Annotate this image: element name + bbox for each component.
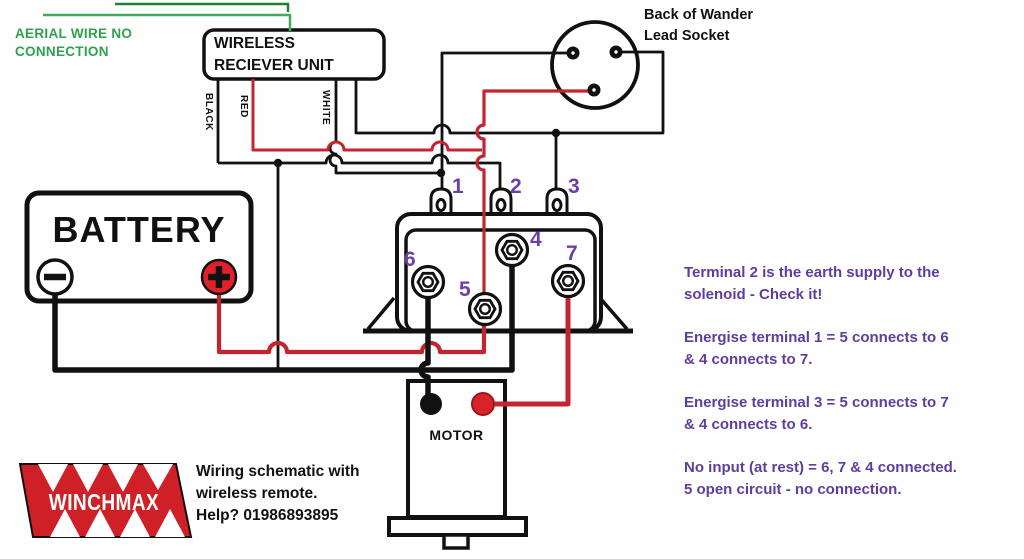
wire-socket-red-to-bolt5 bbox=[475, 89, 594, 309]
red-wires bbox=[216, 79, 594, 407]
wire-battery-minus-to-bolt4 bbox=[52, 250, 515, 373]
winchmax-logo bbox=[18, 463, 193, 538]
terminal-number-3: 3 bbox=[568, 175, 580, 198]
battery-label: BATTERY bbox=[52, 209, 226, 250]
receiver-box bbox=[202, 28, 386, 81]
aerial-label-line2: CONNECTION bbox=[15, 44, 109, 59]
note-rest-line2: 5 open circuit - no connection. bbox=[684, 481, 902, 498]
note-terminal2-line2: solenoid - Check it! bbox=[684, 286, 823, 303]
motor-black-terminal bbox=[420, 393, 442, 415]
caption-line2: wireless remote. bbox=[196, 485, 318, 502]
note-energise1-line2: & 4 connects to 7. bbox=[684, 351, 813, 368]
note-energise3-line1: Energise terminal 3 = 5 connects to 7 bbox=[684, 394, 949, 411]
solenoid-bolt-4 bbox=[494, 232, 530, 268]
receiver-title-line2: RECIEVER UNIT bbox=[214, 57, 334, 74]
terminal-number-6: 6 bbox=[404, 248, 416, 271]
wire-label-black: BLACK bbox=[203, 93, 214, 131]
wire-label-white: WHITE bbox=[320, 90, 331, 126]
solenoid-flange-left bbox=[366, 296, 396, 331]
motor-terminals bbox=[420, 392, 495, 416]
caption-line3: Help? 01986893895 bbox=[196, 507, 339, 524]
terminal-number-7: 7 bbox=[566, 242, 578, 265]
note-energise3-line2: & 4 connects to 6. bbox=[684, 416, 813, 433]
aerial-wire bbox=[43, 2, 292, 31]
power-wires bbox=[52, 250, 515, 398]
motor-label: MOTOR bbox=[429, 427, 484, 443]
wire-label-red: RED bbox=[238, 95, 249, 118]
solenoid-tab-3 bbox=[545, 187, 569, 216]
wire-bolt5-to-battery-plus bbox=[216, 294, 487, 355]
battery-minus-terminal bbox=[36, 258, 74, 296]
terminal-number-5: 5 bbox=[459, 278, 471, 301]
aerial-label-line1: AERIAL WIRE NO bbox=[15, 26, 133, 41]
wire-bolt7-to-motor bbox=[495, 283, 571, 407]
junction-dots bbox=[273, 128, 561, 178]
socket-label-line2: Lead Socket bbox=[644, 28, 730, 44]
wander-lead-socket bbox=[550, 20, 640, 110]
socket-label-line1: Back of Wander bbox=[644, 7, 754, 23]
solenoid-flange-right bbox=[598, 296, 629, 331]
note-terminal2-line1: Terminal 2 is the earth supply to the bbox=[684, 264, 940, 281]
wire-receiver-white bbox=[328, 79, 437, 175]
signal-wires bbox=[216, 50, 665, 370]
wire-receiver-red bbox=[251, 79, 482, 152]
socket-pins bbox=[566, 45, 623, 97]
wire-black-to-terminal2 bbox=[218, 153, 502, 190]
battery-box bbox=[24, 190, 254, 304]
solenoid-bolt-7 bbox=[550, 263, 586, 299]
wire-socket-left-to-terminal1 bbox=[440, 51, 573, 190]
terminal-number-4: 4 bbox=[530, 228, 542, 251]
caption-line1: Wiring schematic with bbox=[196, 463, 360, 480]
receiver-title-line1: WIRELESS bbox=[214, 35, 295, 52]
battery-plus-terminal bbox=[200, 258, 238, 296]
solenoid-bolt-6 bbox=[410, 264, 446, 300]
note-rest-line1: No input (at rest) = 6, 7 & 4 connected. bbox=[684, 459, 957, 476]
terminal-number-2: 2 bbox=[510, 175, 522, 198]
note-energise1-line1: Energise terminal 1 = 5 connects to 6 bbox=[684, 329, 949, 346]
solenoid-bolt-5 bbox=[467, 291, 503, 327]
wire-bolt6-to-motor bbox=[418, 285, 431, 398]
winchmax-wordmark: WINCHMAX bbox=[48, 489, 160, 515]
motor-red-terminal bbox=[471, 392, 495, 416]
solenoid-tab-1 bbox=[429, 187, 453, 216]
solenoid-tab-2 bbox=[489, 187, 513, 216]
terminal-number-1: 1 bbox=[452, 175, 464, 198]
